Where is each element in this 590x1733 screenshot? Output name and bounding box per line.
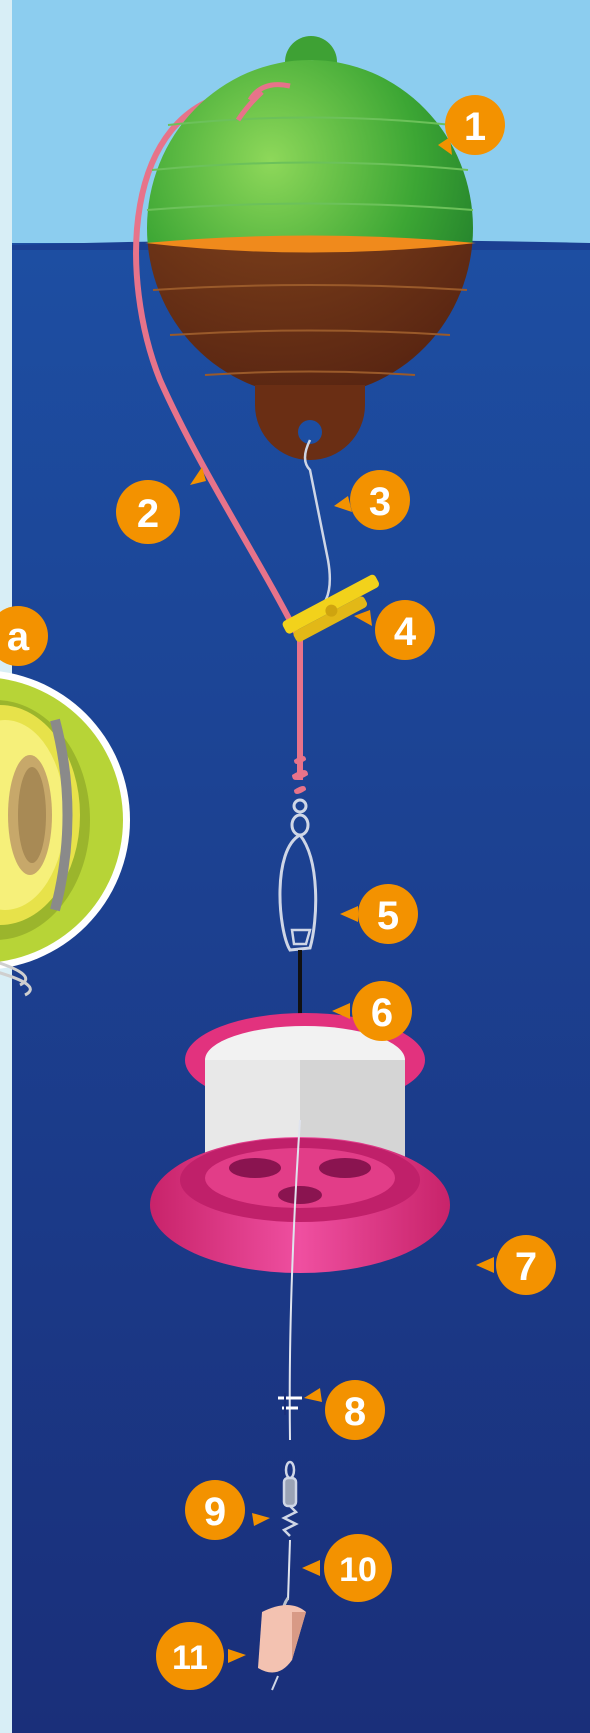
svg-text:7: 7 — [515, 1245, 537, 1289]
svg-text:6: 6 — [371, 991, 393, 1035]
svg-text:11: 11 — [172, 1639, 208, 1677]
svg-text:10: 10 — [339, 1551, 377, 1589]
svg-text:3: 3 — [369, 480, 391, 524]
inset-label: a — [7, 615, 30, 659]
svg-text:5: 5 — [377, 894, 399, 938]
svg-text:4: 4 — [394, 610, 417, 654]
svg-text:9: 9 — [204, 1490, 226, 1534]
svg-text:2: 2 — [137, 492, 159, 536]
svg-text:1: 1 — [464, 105, 486, 149]
svg-text:8: 8 — [344, 1390, 366, 1434]
